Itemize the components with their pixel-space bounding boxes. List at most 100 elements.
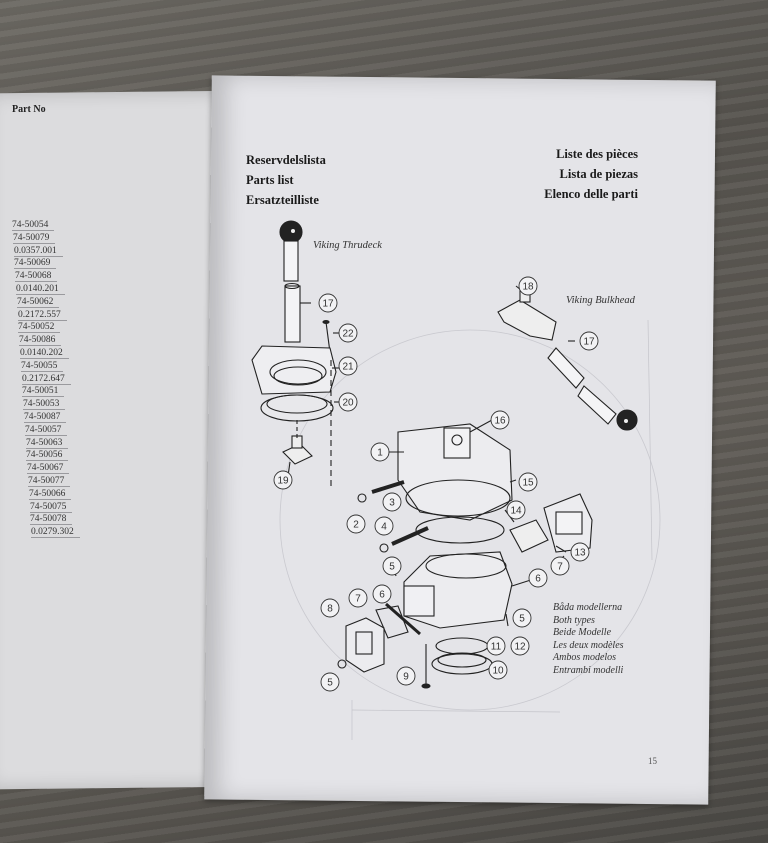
part-number-row: 0.2172.557 xyxy=(18,310,67,321)
both-types-line: Ambos modelos xyxy=(553,652,617,663)
label-viking-thrudeck: Viking Thrudeck xyxy=(313,240,382,251)
part-number-row: 0.0357.001 xyxy=(14,246,63,257)
heading-liste-des-pieces: Liste des pièces xyxy=(556,147,638,161)
part-number-row: 74-50075 xyxy=(30,502,73,513)
callout-18: 18 xyxy=(518,276,538,296)
callout-19: 19 xyxy=(273,470,293,490)
callout-11: 11 xyxy=(486,636,506,656)
part-number-row: 0.0279.302 xyxy=(31,527,80,539)
callout-5: 5 xyxy=(320,672,340,692)
part-number-row: 74-50068 xyxy=(15,271,58,283)
part-number-row: 0.0140.201 xyxy=(16,284,65,295)
both-types-line: Båda modellerna xyxy=(553,602,623,613)
callout-label: 13 xyxy=(574,548,586,559)
callout-label: 19 xyxy=(277,476,289,487)
callout-label: 7 xyxy=(557,562,563,573)
callout-14: 14 xyxy=(506,500,526,520)
page-number: 15 xyxy=(648,756,657,766)
callout-6: 6 xyxy=(528,568,548,588)
callout-15: 15 xyxy=(518,472,538,492)
bulkhead-bracket-icon xyxy=(497,299,557,341)
part-number-row: 74-50077 xyxy=(28,476,71,487)
callout-label: 2 xyxy=(353,520,359,531)
part-number-row: 74-50056 xyxy=(26,450,69,462)
callout-label: 12 xyxy=(514,642,526,653)
both-types-legend: Båda modellerna Both types Beide Modelle… xyxy=(553,602,624,677)
callout-label: 1 xyxy=(377,448,383,459)
part-number-row: 74-50086 xyxy=(19,335,62,347)
part-number-row: 0.0140.202 xyxy=(20,348,69,359)
callout-8: 8 xyxy=(320,598,340,618)
callout-17: 17 xyxy=(579,331,599,351)
callout-label: 4 xyxy=(381,522,387,533)
callout-4: 4 xyxy=(374,516,394,536)
both-types-line: Les deux modèles xyxy=(553,639,624,651)
callout-label: 7 xyxy=(355,594,361,605)
handle-tube-icon xyxy=(284,285,301,343)
heading-right-group: Liste des pièces Lista de piezas Elenco … xyxy=(520,144,638,204)
part-number-row: 74-50057 xyxy=(25,425,68,436)
callout-label: 15 xyxy=(522,478,534,489)
both-types-line: Both types xyxy=(553,614,595,626)
part-number-row: 74-50087 xyxy=(24,412,67,423)
callout-7: 7 xyxy=(348,588,368,608)
part-number-row: 74-50078 xyxy=(30,514,73,526)
callout-2: 2 xyxy=(346,514,366,534)
part-no-header: Part No xyxy=(12,104,46,115)
callout-22: 22 xyxy=(338,323,358,343)
heading-lista-de-piezas: Lista de piezas xyxy=(559,167,638,181)
callout-21: 21 xyxy=(338,356,358,376)
callout-7: 7 xyxy=(550,556,570,576)
heading-ersatzteilliste: Ersatzteilliste xyxy=(246,193,319,207)
label-viking-bulkhead: Viking Bulkhead xyxy=(566,295,635,306)
callout-label: 20 xyxy=(342,398,354,409)
callout-9: 9 xyxy=(396,666,416,686)
callout-label: 14 xyxy=(510,506,522,517)
both-types-line: Entrambi modelli xyxy=(553,664,624,676)
part-number-row: 74-50079 xyxy=(13,233,56,244)
part-number-row: 74-50066 xyxy=(29,489,72,500)
callout-10: 10 xyxy=(488,660,508,680)
heading-reservdelslista: Reservdelslista xyxy=(246,153,326,167)
callout-1: 1 xyxy=(370,442,390,462)
callout-label: 3 xyxy=(389,498,395,509)
callout-label: 9 xyxy=(403,672,409,683)
part-number-row: 74-50063 xyxy=(26,438,69,449)
callout-label: 18 xyxy=(522,282,534,293)
both-types-line: Beide Modelle xyxy=(553,627,612,638)
part-number-row: 74-50054 xyxy=(12,220,55,231)
callout-label: 6 xyxy=(535,574,541,585)
callout-label: 16 xyxy=(494,416,506,427)
callout-label: 17 xyxy=(583,337,595,348)
callout-label: 8 xyxy=(327,604,333,615)
callout-12: 12 xyxy=(510,636,530,656)
callout-5: 5 xyxy=(382,556,402,576)
heading-left-group: Reservdelslista Parts list Ersatzteillis… xyxy=(246,150,326,210)
callout-label: 5 xyxy=(327,678,333,689)
heading-parts-list: Parts list xyxy=(246,173,294,187)
part-number-row: 74-50062 xyxy=(17,297,60,308)
callout-label: 11 xyxy=(491,642,502,653)
heading-elenco-delle-parti: Elenco delle parti xyxy=(544,187,638,201)
callout-label: 10 xyxy=(492,666,504,677)
callout-label: 17 xyxy=(322,299,334,310)
part-number-row: 74-50055 xyxy=(21,361,64,372)
callout-3: 3 xyxy=(382,492,402,512)
callout-13: 13 xyxy=(570,542,590,562)
callout-5: 5 xyxy=(512,608,532,628)
part-number-row: 0.2172.647 xyxy=(22,374,71,385)
callout-label: 6 xyxy=(379,590,385,601)
callout-label: 5 xyxy=(519,614,525,625)
callout-label: 5 xyxy=(389,562,395,573)
part-number-row: 74-50053 xyxy=(23,399,66,411)
part-number-row: 74-50067 xyxy=(27,463,70,475)
callout-20: 20 xyxy=(338,392,358,412)
callout-label: 21 xyxy=(342,362,354,373)
part-number-row: 74-50069 xyxy=(14,258,57,270)
callout-16: 16 xyxy=(490,410,510,430)
callout-6: 6 xyxy=(372,584,392,604)
thrudeck-knob-icon xyxy=(279,220,303,244)
part-number-row: 74-50051 xyxy=(22,386,65,398)
